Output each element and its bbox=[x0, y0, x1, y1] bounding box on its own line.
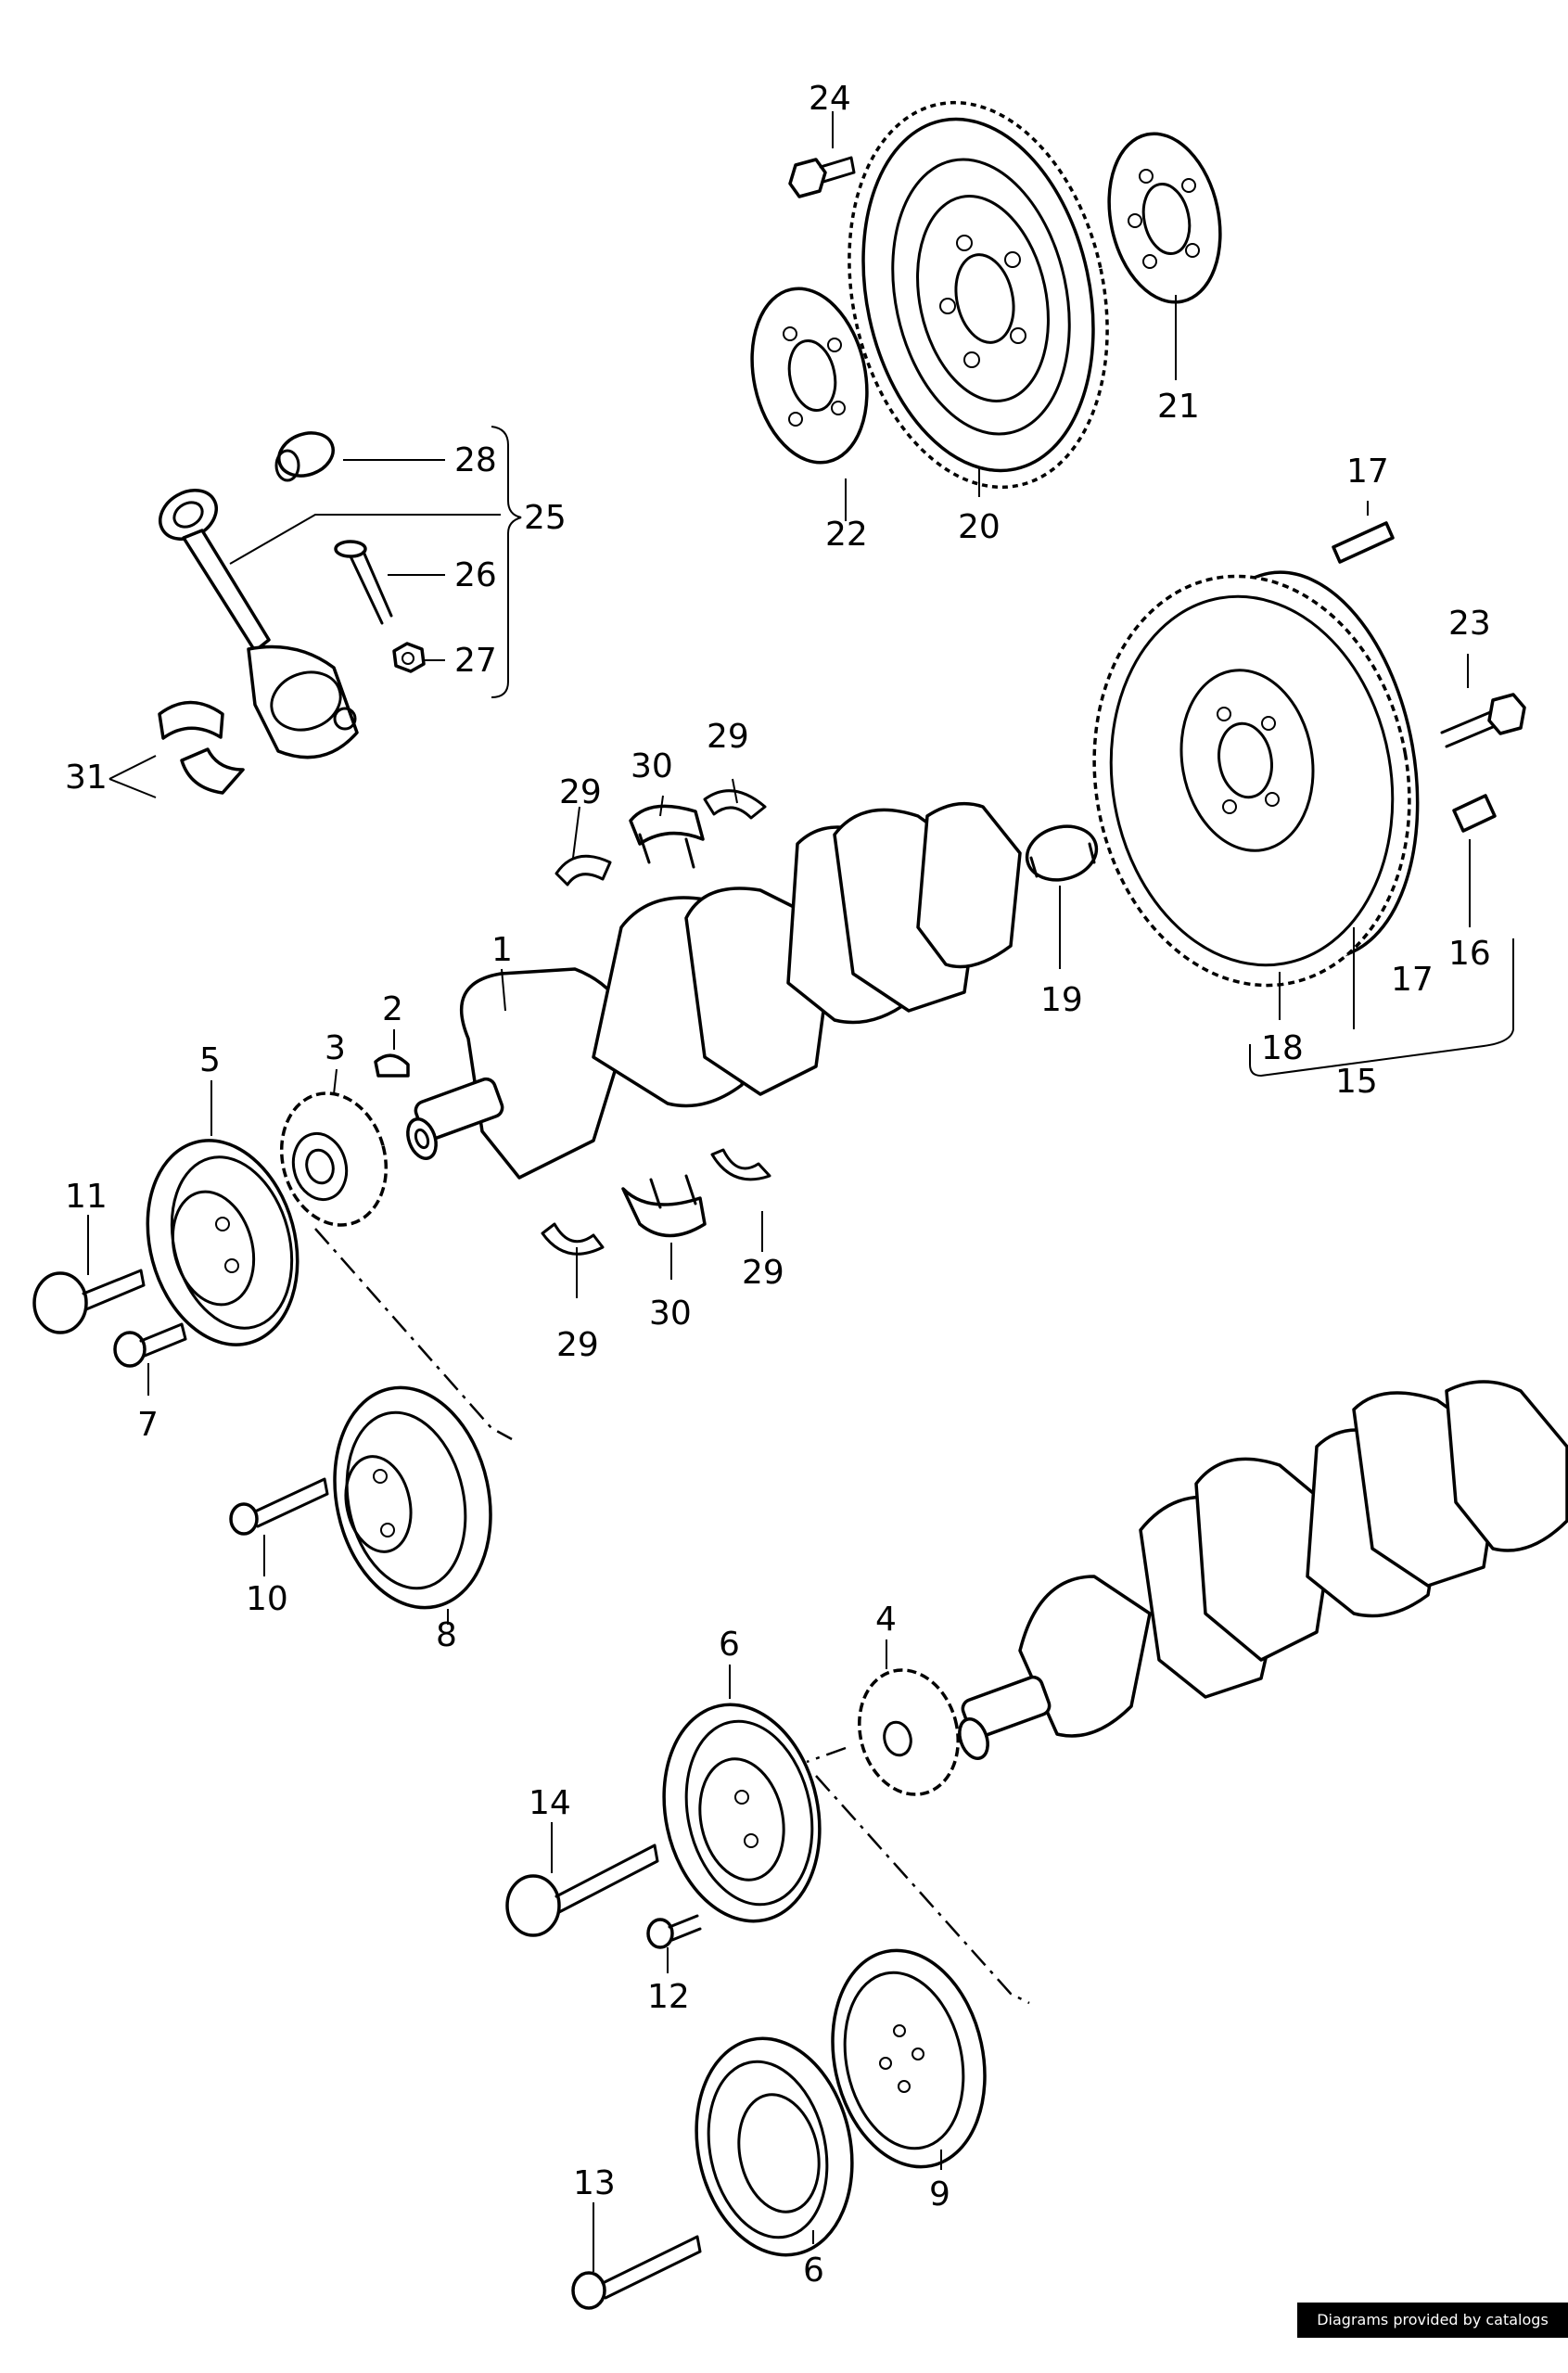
bearing-shells-31 bbox=[158, 700, 245, 795]
label-4: 4 bbox=[875, 1601, 897, 1639]
bolt-10 bbox=[229, 1477, 329, 1536]
pulley-6-upper bbox=[662, 1703, 822, 1923]
label-26: 26 bbox=[454, 556, 497, 594]
label-15: 15 bbox=[1335, 1063, 1378, 1101]
assembly-line-5-8 bbox=[314, 1228, 513, 1441]
label-30-b: 30 bbox=[649, 1295, 692, 1333]
label-27: 27 bbox=[454, 642, 497, 680]
label-6-upper: 6 bbox=[719, 1626, 740, 1664]
label-6-lower: 6 bbox=[803, 2252, 824, 2290]
label-20: 20 bbox=[958, 508, 1001, 546]
label-21: 21 bbox=[1157, 388, 1200, 426]
thrust-washer-29b bbox=[703, 789, 767, 820]
bolt-7 bbox=[113, 1322, 187, 1368]
plate-21 bbox=[1107, 132, 1222, 304]
crankshaft-lower bbox=[958, 1380, 1568, 1760]
assembly-line-4-6 bbox=[806, 1746, 847, 1764]
label-19: 19 bbox=[1040, 981, 1083, 1019]
label-9: 9 bbox=[929, 2175, 950, 2214]
label-17-top: 17 bbox=[1346, 453, 1389, 491]
label-31: 31 bbox=[65, 759, 108, 797]
part-labels: 24 21 22 20 28 25 26 27 31 17 23 29 30 2… bbox=[65, 80, 1491, 2290]
crankshaft-1 bbox=[406, 801, 1022, 1180]
label-8: 8 bbox=[436, 1616, 457, 1654]
bush-28 bbox=[274, 431, 335, 482]
bolt-23 bbox=[1440, 693, 1526, 748]
bearing-shell-30b bbox=[621, 1174, 707, 1238]
damper-9 bbox=[831, 1948, 987, 2169]
label-17-bottom: 17 bbox=[1391, 961, 1434, 999]
con-rod-25 bbox=[159, 489, 359, 759]
bolt-24 bbox=[788, 156, 856, 198]
dowel-pin-17 bbox=[1332, 521, 1395, 564]
leader-lines bbox=[87, 111, 1514, 2272]
label-29-b: 29 bbox=[707, 718, 749, 756]
dowel-pin-16 bbox=[1452, 794, 1497, 833]
label-30-a: 30 bbox=[631, 747, 673, 785]
label-25: 25 bbox=[524, 499, 567, 537]
flywheel-15 bbox=[1092, 570, 1420, 988]
label-13: 13 bbox=[573, 2164, 616, 2202]
bolt-11 bbox=[32, 1269, 146, 1334]
label-18: 18 bbox=[1261, 1029, 1304, 1067]
label-3: 3 bbox=[325, 1029, 346, 1067]
label-11: 11 bbox=[65, 1178, 108, 1216]
thrust-washer-29d bbox=[710, 1148, 771, 1181]
sprocket-4 bbox=[858, 1668, 960, 1796]
label-24: 24 bbox=[809, 80, 851, 118]
label-29-a: 29 bbox=[559, 773, 602, 811]
label-22: 22 bbox=[825, 516, 868, 554]
damper-8 bbox=[333, 1385, 492, 1610]
thrust-washer-29c bbox=[541, 1222, 605, 1256]
plate-22 bbox=[750, 287, 869, 465]
needle-bearing-19 bbox=[1025, 824, 1099, 882]
bearing-shell-30a bbox=[629, 804, 705, 869]
flywheel-20 bbox=[848, 100, 1109, 490]
label-2: 2 bbox=[382, 990, 403, 1028]
nut-27 bbox=[392, 642, 426, 673]
pulley-6-lower bbox=[695, 2036, 854, 2257]
label-5: 5 bbox=[199, 1041, 221, 1079]
label-14: 14 bbox=[529, 1784, 571, 1822]
label-29-c: 29 bbox=[556, 1326, 599, 1364]
label-29-d: 29 bbox=[742, 1254, 784, 1292]
thrust-washer-29a bbox=[555, 854, 612, 887]
label-28: 28 bbox=[454, 441, 497, 479]
bolt-13 bbox=[571, 2235, 702, 2310]
label-7: 7 bbox=[137, 1406, 159, 1444]
bolt-26 bbox=[334, 540, 393, 625]
diagram-credit: Diagrams provided by catalogs parts bbox=[1297, 2303, 1568, 2364]
bolt-14 bbox=[505, 1844, 659, 1937]
label-10: 10 bbox=[246, 1580, 288, 1618]
label-16: 16 bbox=[1448, 935, 1491, 973]
pulley-5 bbox=[146, 1139, 300, 1346]
sprocket-3 bbox=[279, 1091, 389, 1227]
label-12: 12 bbox=[647, 1978, 690, 2016]
label-1: 1 bbox=[491, 931, 513, 969]
label-23: 23 bbox=[1448, 605, 1491, 643]
bolt-12 bbox=[646, 1914, 702, 1949]
woodruff-key-2 bbox=[374, 1053, 410, 1078]
assembly-line-6-9 bbox=[815, 1775, 1030, 2005]
